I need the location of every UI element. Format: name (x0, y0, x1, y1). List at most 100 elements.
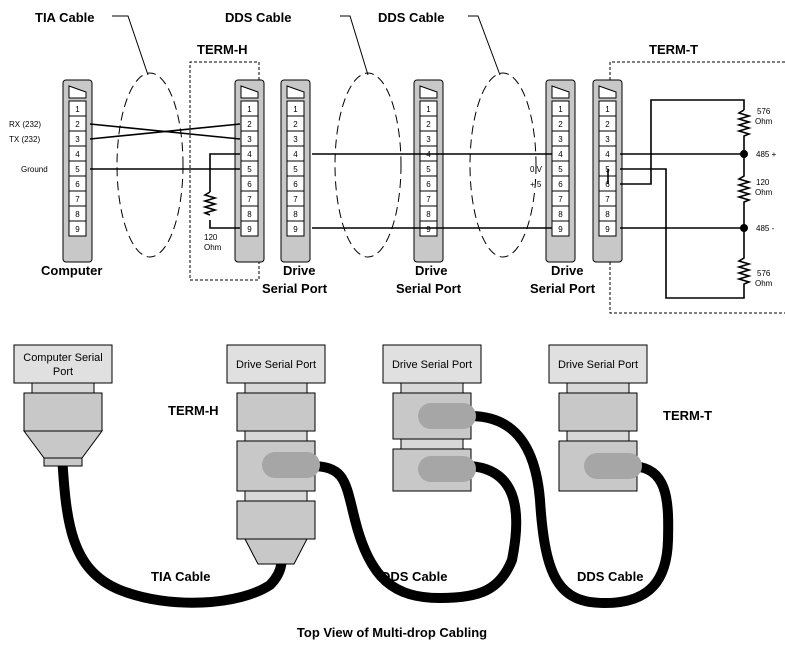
computer-port-flange (31, 382, 95, 394)
wire-termh-bottom (209, 220, 240, 229)
drive-label-2: Drive (415, 263, 448, 278)
computer-db9-key (68, 85, 87, 99)
drive1-db9-pin-label: 9 (293, 225, 298, 234)
top-res-value: 576 (757, 107, 771, 116)
mid-res-unit: Ohm (755, 188, 773, 197)
tia-connector-hood (23, 430, 103, 459)
bottom-res-unit: Ohm (755, 279, 773, 288)
wire-term-t-pin5 (620, 168, 745, 299)
tia-strain-relief (43, 457, 83, 467)
drive3-db9-key (551, 85, 570, 99)
term-t-top-label: TERM-T (663, 408, 712, 423)
drive2-db9-pin-label: 5 (426, 165, 431, 174)
dds-cable-top-label-1: DDS Cable (381, 569, 447, 584)
term-t-db9-pin-label: 1 (605, 105, 610, 114)
termh-res-value: 120 (204, 233, 218, 242)
tia-cable-label: TIA Cable (35, 10, 94, 25)
top-res-unit: Ohm (755, 117, 773, 126)
drive-label-1: Drive (283, 263, 316, 278)
drive-serial-port-2-label: Drive Serial Port (392, 359, 472, 371)
drive2-db9-pin-label: 7 (426, 195, 431, 204)
computer-db9-pin-label: 6 (75, 180, 80, 189)
term-h-db9-pin-label: 5 (247, 165, 252, 174)
computer-label: Computer (41, 263, 102, 278)
drive1-db9-pin-9 (286, 220, 305, 237)
tia-hood-at-drive1 (244, 538, 308, 565)
term-h-db9: 1 2 3 4 5 6 7 8 9 (234, 79, 265, 263)
term-h-top-label: TERM-H (168, 403, 219, 418)
drive1-flange (244, 382, 308, 394)
drive3-db9-pin-label: 8 (558, 210, 563, 219)
dds-1-boot-at-drive2 (418, 456, 476, 482)
term-h-db9-pin-label: 8 (247, 210, 252, 219)
computer-db9-pin-label: 5 (75, 165, 80, 174)
drive1-db9-pin-label: 3 (293, 135, 298, 144)
dds-cable-ellipse-2 (469, 72, 537, 258)
rx-label: RX (232) (9, 120, 41, 129)
drive1-db9-pin-label: 4 (293, 150, 298, 159)
serial-port-label-3: Serial Port (530, 281, 596, 296)
drive2-db9-key (419, 85, 438, 99)
term-h-db9-pin-label: 4 (247, 150, 252, 159)
term-h-db9-key (240, 85, 259, 99)
bottom-res-value: 576 (757, 269, 771, 278)
term-h-dashed-box (189, 61, 260, 281)
term-t-db9-pin-9 (598, 220, 617, 237)
computer-serial-port-line2: Port (53, 366, 73, 378)
node-485-plus (740, 150, 748, 158)
computer-db9-pin-label: 4 (75, 150, 80, 159)
computer-db9-pin-9 (68, 220, 87, 237)
schematic-section: TIA Cable DDS Cable DDS Cable TERM-H TER… (9, 10, 785, 314)
term-h-db9-pin-label: 6 (247, 180, 252, 189)
serial-port-label-1: Serial Port (262, 281, 328, 296)
drive2-flange (400, 382, 464, 394)
drive2-db9-pin-label: 2 (426, 120, 431, 129)
term-t-db9-pin-label: 7 (605, 195, 610, 204)
term-h-db9-pin-label: 2 (247, 120, 252, 129)
plus-5-label: + 5 (530, 180, 542, 189)
zero-v-label: 0 V (530, 165, 543, 174)
drive-serial-port-2-box (382, 344, 482, 384)
drive1-db9-pin-label: 6 (293, 180, 298, 189)
term-t-db9-key (598, 85, 617, 99)
termh-res-unit: Ohm (204, 243, 222, 252)
computer-serial-port-box (13, 344, 113, 384)
tia-cable (57, 450, 287, 608)
drive1-db9-key (286, 85, 305, 99)
wire-term-t-pin6 (620, 99, 745, 185)
term-h-db9-pin-label: 3 (247, 135, 252, 144)
term-t-db9-pin-label: 6 (605, 180, 610, 189)
drive2-db9-pin-label: 9 (426, 225, 431, 234)
dds-cable-2 (465, 411, 674, 609)
drive3-db9-pin-label: 6 (558, 180, 563, 189)
resistor-576-top (736, 109, 752, 154)
wires (89, 99, 752, 299)
dds-cable-leader-2 (468, 15, 501, 76)
term-h-db9-pin-label: 7 (247, 195, 252, 204)
term-t-db9-pin-label: 9 (605, 225, 610, 234)
term-t-db9-pin-label: 4 (605, 150, 610, 159)
drive3-db9-pin-label: 4 (558, 150, 563, 159)
computer-serial-port-line1: Computer Serial (23, 352, 102, 364)
drive1-db9-pin-label: 5 (293, 165, 298, 174)
drive1-tia-flange (244, 490, 308, 502)
term-h-db9-pin-label: 9 (247, 225, 252, 234)
dds-cable-label-2: DDS Cable (378, 10, 444, 25)
dds-cable-ellipse-1 (334, 72, 402, 258)
dds-cable-label-1: DDS Cable (225, 10, 291, 25)
drive1-db9-pin-label: 2 (293, 120, 298, 129)
tia-connector-body (23, 392, 103, 432)
term-h-flange (244, 430, 308, 442)
line-485-minus-label: 485 - (756, 224, 775, 233)
tx-label: TX (232) (9, 135, 40, 144)
drive1-db9-pin-label: 8 (293, 210, 298, 219)
term-h-db9-pin-label: 1 (247, 105, 252, 114)
drive2-flange-lower (400, 438, 464, 450)
serial-port-label-2: Serial Port (396, 281, 462, 296)
drive2-db9-pin-label: 8 (426, 210, 431, 219)
tia-cable-ellipse (116, 72, 184, 258)
drive3-db9-pin-label: 9 (558, 225, 563, 234)
